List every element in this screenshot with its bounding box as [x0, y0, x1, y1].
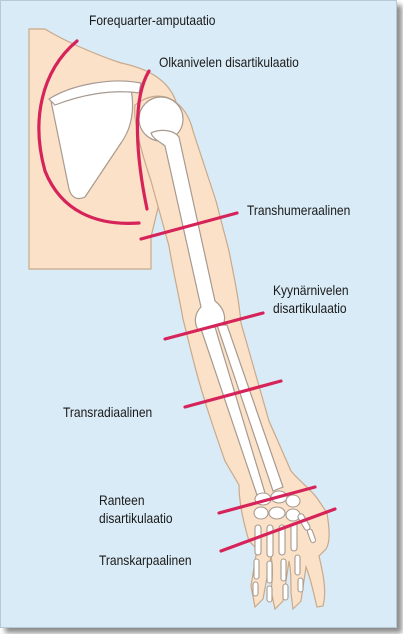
label-elbow-line2: disartikulaatio [273, 299, 347, 317]
label-transradial: Transradiaalinen [63, 403, 152, 421]
label-transhumeral: Transhumeraalinen [247, 201, 350, 219]
label-wrist-line2: disartikulaatio [99, 509, 173, 527]
label-forequarter: Forequarter-amputaatio [89, 11, 215, 29]
label-wrist-line1: Ranteen [99, 491, 145, 509]
diagram-frame: Forequarter-amputaatio Olkanivelen disar… [0, 0, 397, 628]
label-shoulder: Olkanivelen disartikulaatio [159, 53, 299, 71]
label-transcarpal: Transkarpaalinen [99, 551, 192, 569]
label-elbow-line1: Kyynärnivelen [273, 281, 349, 299]
